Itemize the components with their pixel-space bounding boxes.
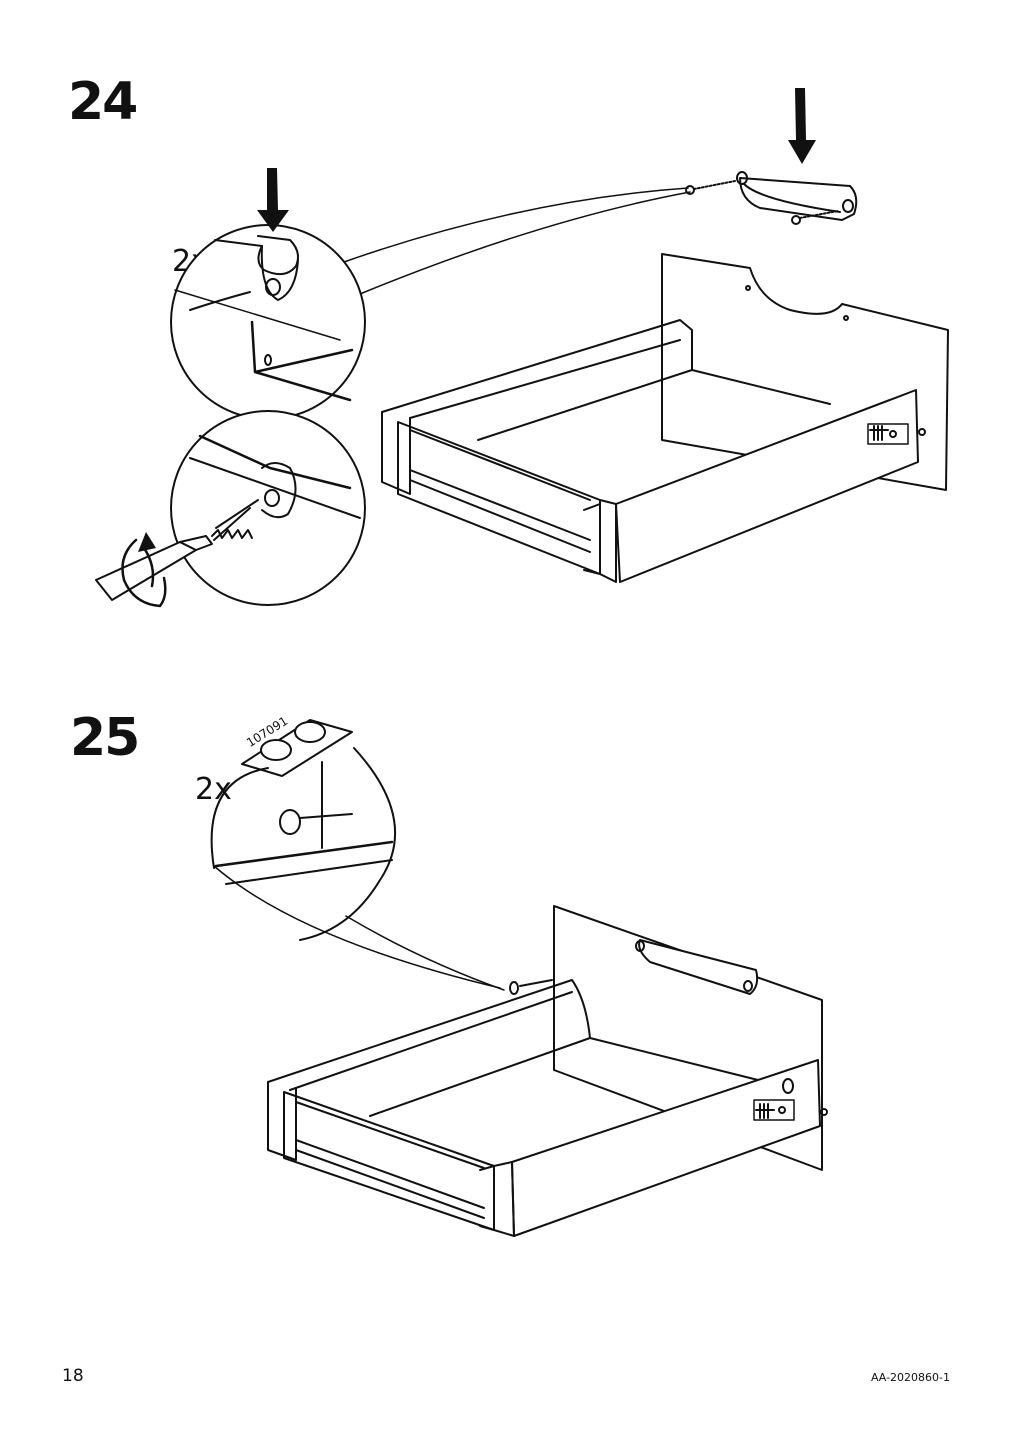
- document-code: AA-2020860-1: [870, 1371, 950, 1384]
- detail-circle-3: [210, 747, 397, 941]
- down-arrow-icon: [788, 88, 816, 164]
- drawer-24: [381, 253, 949, 583]
- callout-leader: [343, 187, 689, 263]
- handle-bracket: [736, 171, 858, 221]
- step-24-illustration: [95, 88, 949, 608]
- step-24-number: 24: [68, 72, 138, 132]
- detail-circle-1: [170, 224, 366, 420]
- screw-icon: [685, 180, 839, 225]
- callout-leader: [345, 915, 505, 991]
- step-25-number: 25: [70, 708, 140, 768]
- detail-circle-2: [170, 410, 366, 606]
- screwdriver-icon: [95, 535, 213, 601]
- bumper-pad-icon: [241, 719, 353, 777]
- page-number: 18: [62, 1366, 84, 1386]
- step-25-illustration: [210, 719, 828, 1237]
- drawer-25: [267, 905, 828, 1237]
- rotation-arrow-icon: [121, 532, 167, 608]
- callout-leader: [213, 865, 501, 989]
- down-arrow-icon: [257, 168, 289, 232]
- callout-leader: [359, 191, 691, 295]
